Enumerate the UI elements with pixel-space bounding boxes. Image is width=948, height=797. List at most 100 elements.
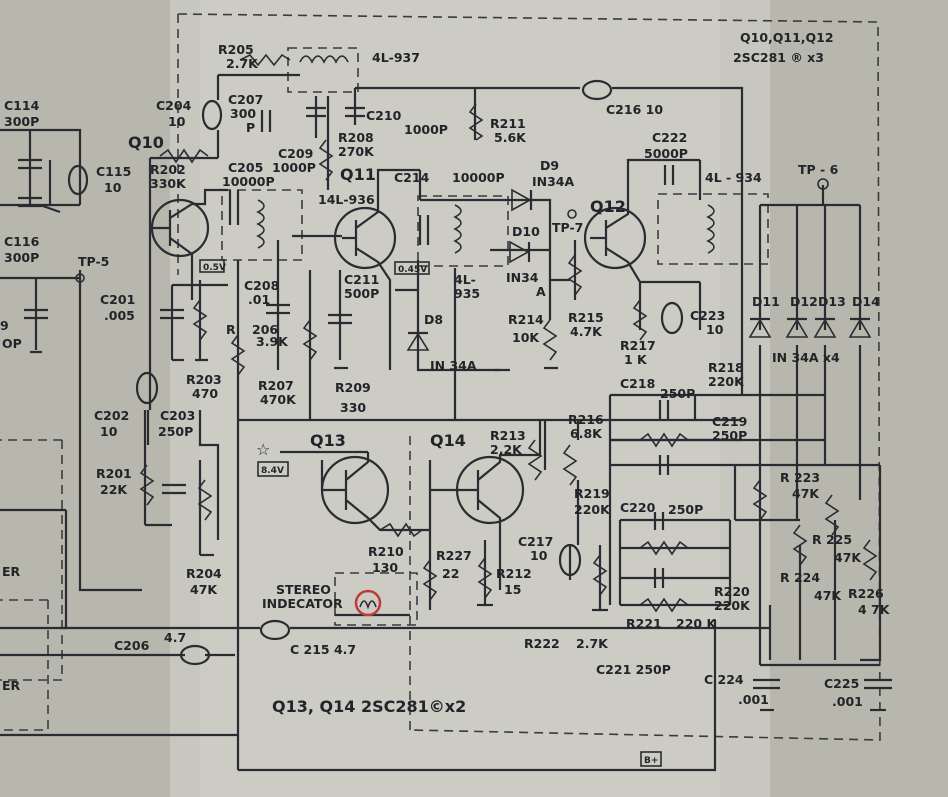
c217-label: C217 <box>518 534 553 549</box>
r216-value: 6.8K <box>570 426 603 441</box>
d14-label: D14 <box>852 294 880 309</box>
q11-voltage: 0.45V <box>398 265 427 275</box>
r227-value: 22 <box>442 566 459 581</box>
c210-label: C210 <box>366 108 402 123</box>
c214-value: 10000P <box>452 170 505 185</box>
d9-value: IN34A <box>532 174 575 189</box>
coil-symbols <box>256 55 715 254</box>
c115-value: 10 <box>104 180 122 195</box>
c201-label: C201 <box>100 292 135 307</box>
c219-label: C219 <box>712 414 747 429</box>
c225-value: .001 <box>832 694 863 709</box>
r201-label: R201 <box>96 466 132 481</box>
r204-value: 47K <box>190 582 218 597</box>
r207-value: 470K <box>260 392 297 407</box>
d13-label: D13 <box>818 294 846 309</box>
q14-label: Q14 <box>430 431 466 450</box>
c202-value: 10 <box>100 424 118 439</box>
r202-label: R202 <box>150 162 186 177</box>
resistor-symbols <box>139 53 878 613</box>
lamp-filament <box>359 600 377 610</box>
header-transistors: Q10,Q11,Q12 <box>740 30 834 45</box>
voltage-box-84v <box>257 461 289 477</box>
left-fragment-er1: ER <box>2 564 21 579</box>
header-part: 2SC281 ® x3 <box>733 50 824 65</box>
tp7-label: TP-7 <box>552 220 583 235</box>
d9-label: D9 <box>540 158 559 173</box>
c224-label: C 224 <box>704 672 744 687</box>
c203-label: C203 <box>160 408 195 423</box>
d10-value: IN34 <box>506 270 539 285</box>
c214-label: C214 <box>394 170 430 185</box>
c218-label: C218 <box>620 376 655 391</box>
r218-label: R218 <box>708 360 744 375</box>
bplus-box <box>640 751 662 767</box>
q11-label: Q11 <box>340 165 376 184</box>
d12-label: D12 <box>790 294 818 309</box>
wiring <box>0 73 882 772</box>
tp6-label: TP - 6 <box>798 162 839 177</box>
r211-label: R211 <box>490 116 526 131</box>
tp5-label: TP-5 <box>78 254 109 269</box>
c215-label: C 215 4.7 <box>290 642 356 657</box>
left-fragment-op: OP <box>2 336 22 351</box>
r214-value: 10K <box>512 330 540 345</box>
c209-label: C209 <box>278 146 313 161</box>
c217-value: 10 <box>530 548 548 563</box>
r226-value: 4 7K <box>858 602 891 617</box>
tp6-terminal <box>817 178 829 190</box>
ground-symbols <box>30 203 886 712</box>
d10-suffix: A <box>536 284 546 299</box>
stereo-indicator-line2: INDECATOR <box>262 596 343 611</box>
r217-value: 1 K <box>624 352 648 367</box>
d8-value: IN 34A <box>430 358 477 373</box>
c216-label: C216 10 <box>606 102 663 117</box>
r210-value: 130 <box>372 560 398 575</box>
r207-label: R207 <box>258 378 294 393</box>
c220-label: C220 <box>620 500 656 515</box>
r206-label: 206 <box>252 322 278 337</box>
r211-value: 5.6K <box>494 130 527 145</box>
r206-prefix: R <box>226 322 236 337</box>
q13-label: Q13 <box>310 431 346 450</box>
supply-voltage: 8.4V <box>261 466 284 476</box>
c211-value: 500P <box>344 286 379 301</box>
r226-label: R226 <box>848 586 884 601</box>
coil-shields <box>221 47 769 626</box>
q10-label: Q10 <box>128 133 164 152</box>
capacitor-symbols <box>18 79 892 690</box>
c204-value: 10 <box>168 114 186 129</box>
c208-label: C208 <box>244 278 279 293</box>
r217-label: R217 <box>620 338 656 353</box>
c207-p: P <box>246 120 255 135</box>
c222-value: 5000P <box>644 146 688 161</box>
c205-value: 10000P <box>222 174 275 189</box>
r215-label: R215 <box>568 310 604 325</box>
c114-value: 300P <box>4 114 39 129</box>
c223-label: C223 <box>690 308 725 323</box>
r212-label: R212 <box>496 566 532 581</box>
c205-label: C205 <box>228 160 263 175</box>
r204-label: R204 <box>186 566 222 581</box>
r227-label: R227 <box>436 548 472 563</box>
r203-label: R203 <box>186 372 222 387</box>
d11-14-value: IN 34A x4 <box>772 350 840 365</box>
r203-value: 470 <box>192 386 218 401</box>
r212-value: 15 <box>504 582 521 597</box>
r223-value: 47K <box>792 486 820 501</box>
c209-value: 1000P <box>272 160 316 175</box>
c114-label: C114 <box>4 98 40 113</box>
c210-value: 1000P <box>404 122 448 137</box>
r208-label: R208 <box>338 130 374 145</box>
c116-value: 300P <box>4 250 39 265</box>
q12-label: Q12 <box>590 197 626 216</box>
r215-value: 4.7K <box>570 324 603 339</box>
coil-4l937-label: 4L-937 <box>372 50 420 65</box>
module-boundary <box>0 13 881 741</box>
stereo-indicator-lamp <box>354 589 382 617</box>
c211-label: C211 <box>344 272 379 287</box>
coil-14l936-label: 14L-936 <box>318 192 375 207</box>
r214-label: R214 <box>508 312 544 327</box>
c206-label: C206 <box>114 638 150 653</box>
